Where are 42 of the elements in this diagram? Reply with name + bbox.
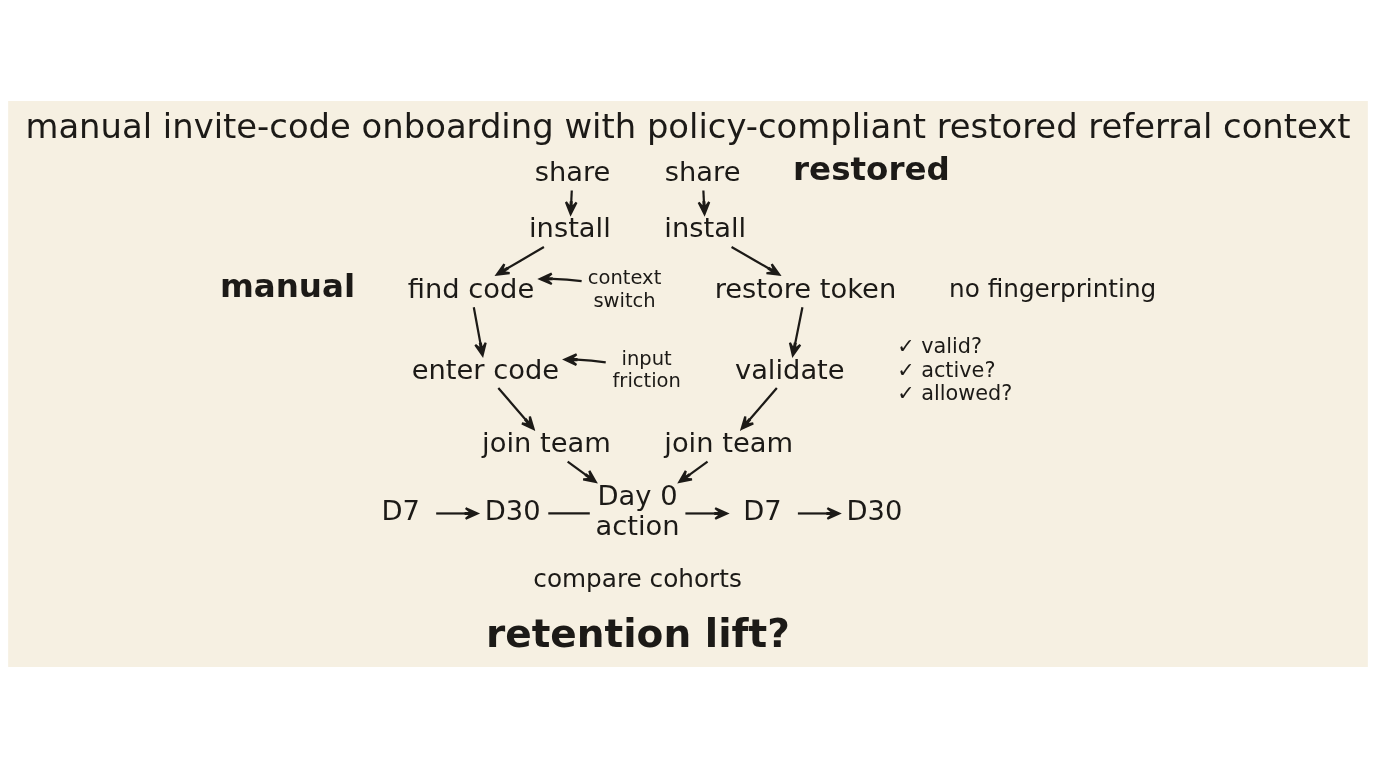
arrow (788, 307, 804, 357)
arrow (538, 272, 582, 286)
node-text: D30 (484, 495, 541, 527)
arrow (740, 387, 778, 430)
node-text: input friction (612, 347, 681, 393)
node-text: find code (407, 272, 535, 304)
node-text: install (529, 212, 611, 244)
node-label: ✓ allowed? (897, 381, 1013, 405)
arrow (567, 460, 597, 484)
diagram-title: manual invite-code onboarding with policy-compliant restored referral context (25, 107, 1351, 147)
node-text: install (664, 212, 747, 244)
arrow (436, 507, 479, 520)
label: restored (793, 150, 950, 189)
connector (548, 512, 590, 515)
arrow (495, 246, 545, 276)
arrow (563, 353, 606, 367)
node-text: share (664, 155, 741, 187)
node-text: context switch (587, 266, 662, 312)
node-text: join team (664, 427, 794, 459)
node-text: validate (734, 353, 845, 385)
label: compare cohorts (533, 563, 742, 593)
node-text: enter code (411, 353, 560, 385)
node-label: ✓ active? (897, 357, 996, 382)
node-text: restore token (714, 272, 897, 304)
arrow (472, 307, 487, 357)
node-text: share (534, 155, 611, 187)
arrow (685, 507, 729, 520)
node-text: Day 0 action (595, 480, 680, 542)
arrow (731, 246, 781, 276)
label: manual (219, 267, 356, 306)
node-text: D7 (381, 495, 420, 527)
label: no fingerprinting (949, 274, 1157, 304)
arrow (697, 190, 711, 216)
node-text: join team (482, 427, 611, 459)
arrow (678, 460, 709, 484)
arrow (497, 387, 535, 430)
arrow (564, 190, 578, 216)
arrow (797, 507, 841, 520)
node-text: D7 (743, 495, 782, 527)
node-text: D30 (846, 495, 903, 527)
node-label: ✓ valid? (897, 334, 983, 359)
label: retention lift? (486, 611, 790, 657)
